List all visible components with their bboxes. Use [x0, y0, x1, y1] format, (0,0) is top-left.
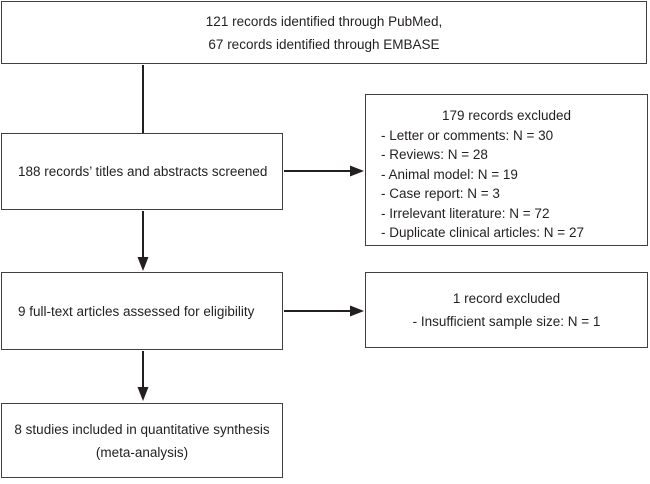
box-screening: 188 records’ titles and abstracts screen… — [1, 133, 283, 210]
excluded-eligibility-item: - Insufficient sample size: N = 1 — [412, 314, 601, 329]
excluded-screening-item: - Reviews: N = 28 — [381, 147, 488, 162]
screening-label: 188 records’ titles and abstracts screen… — [18, 164, 268, 179]
included-line-2: (meta-analysis) — [95, 444, 189, 460]
box-included: 8 studies included in quantitative synth… — [1, 403, 283, 478]
arrowhead-eligibility-to-included — [137, 387, 149, 401]
excluded-screening-title: 179 records excluded — [441, 108, 572, 123]
box-identification: 121 records identified through PubMed, 6… — [1, 1, 647, 64]
excluded-screening-item: - Duplicate clinical articles: N = 27 — [381, 225, 584, 240]
eligibility-label: 9 full-text articles assessed for eligib… — [18, 303, 255, 319]
excluded-screening-item: - Letter or comments: N = 30 — [381, 127, 554, 143]
excluded-eligibility-title: 1 record excluded — [452, 291, 561, 306]
identification-line-2: 67 records identified through EMBASE — [208, 36, 440, 52]
arrowhead-screening-to-excluded — [350, 165, 364, 177]
excluded-screening-item: - Irrelevant literature: N = 72 — [381, 205, 550, 221]
box-excluded-eligibility: 1 record excluded - Insufficient sample … — [365, 272, 648, 348]
identification-line-1: 121 records identified through PubMed, — [205, 13, 443, 29]
arrowhead-screening-to-eligibility — [137, 257, 149, 271]
arrowhead-eligibility-to-excluded — [350, 305, 364, 317]
included-line-1: 8 studies included in quantitative synth… — [14, 421, 270, 437]
box-excluded-screening: 179 records excluded - Letter or comment… — [365, 94, 648, 246]
box-eligibility: 9 full-text articles assessed for eligib… — [1, 272, 283, 350]
excluded-screening-item: - Case report: N = 3 — [381, 186, 500, 201]
excluded-screening-item: - Animal model: N = 19 — [381, 166, 518, 182]
